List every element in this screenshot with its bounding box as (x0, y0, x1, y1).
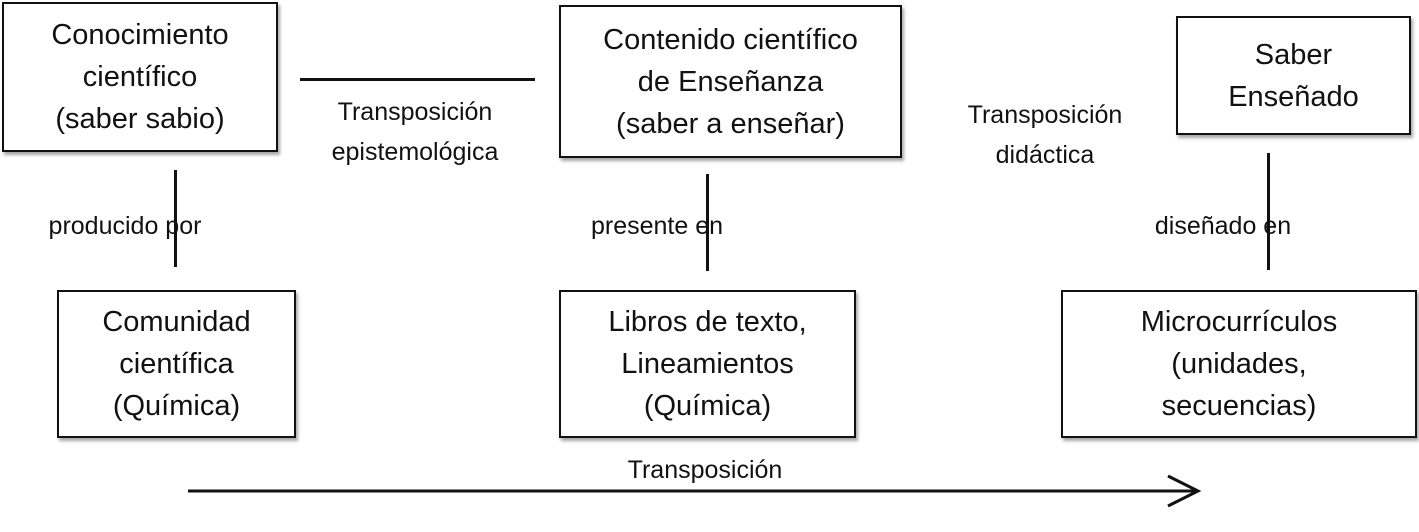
box-conocimiento-cientifico: Conocimiento científico (saber sabio) (2, 2, 278, 152)
box-text: (Química) (112, 390, 241, 422)
box-text: secuencias) (1161, 390, 1317, 422)
box-text: de Enseñanza (637, 65, 824, 98)
box-text: científico (82, 61, 198, 93)
label-line: epistemológica (331, 138, 499, 166)
box-text: Lineamientos (621, 348, 794, 380)
box-text: Libros de texto, (608, 306, 807, 338)
connector-presente-en (706, 174, 709, 271)
box-microcurriculos: Microcurrículos (unidades, secuencias) (1061, 290, 1417, 438)
connector-epistemologica (300, 78, 535, 81)
label-line: Transposición (337, 98, 493, 126)
label-presente-en: presente en (590, 212, 724, 240)
box-text: (unidades, (1171, 348, 1307, 380)
label-transposicion-didactica: Transposición didáctica (935, 95, 1155, 175)
box-text: (saber sabio) (55, 103, 225, 135)
box-text: (saber a enseñar) (616, 107, 845, 140)
label-producido-por: producido por (48, 212, 202, 240)
box-comunidad-cientifica: Comunidad científica (Química) (57, 290, 296, 438)
box-text: (Química) (643, 390, 772, 422)
box-text: Enseñado (1228, 80, 1359, 113)
box-contenido-cientifico: Contenido científico de Enseñanza (saber… (559, 5, 902, 158)
box-libros-de-texto: Libros de texto, Lineamientos (Química) (559, 290, 856, 438)
box-text: Conocimiento (51, 19, 229, 51)
label-line: Transposición (967, 101, 1123, 129)
box-text: Comunidad (102, 306, 251, 338)
connector-disenado-en (1267, 153, 1270, 270)
label-transposicion-epistemologica: Transposición epistemológica (300, 92, 530, 172)
label-transposicion: Transposición (627, 456, 783, 484)
label-line: didáctica (995, 141, 1095, 169)
box-text: Microcurrículos (1140, 306, 1338, 338)
box-saber-ensenado: Saber Enseñado (1176, 16, 1411, 135)
box-text: Saber (1254, 38, 1333, 71)
label-disenado-en: diseñado en (1154, 212, 1292, 240)
connector-producido-por (174, 170, 177, 267)
box-text: científica (119, 348, 234, 380)
box-text: Contenido científico (603, 23, 858, 56)
